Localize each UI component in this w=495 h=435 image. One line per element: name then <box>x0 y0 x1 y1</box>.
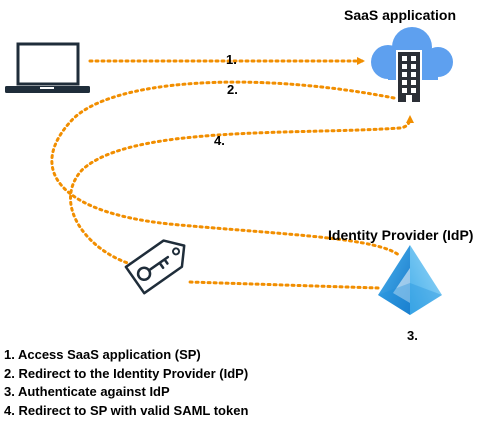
steps-legend: 1. Access SaaS application (SP) 2. Redir… <box>4 346 248 420</box>
cloud-building-icon <box>371 27 453 104</box>
azure-pyramid-icon <box>378 245 442 315</box>
legend-item: 4. Redirect to SP with valid SAML token <box>4 402 249 418</box>
identity-provider-title: Identity Provider (IdP) <box>328 227 474 243</box>
saas-application-title: SaaS application <box>344 7 457 23</box>
legend-item: 1. Access SaaS application (SP) <box>4 347 201 362</box>
arrow-step-4 <box>69 115 414 268</box>
step-3-label: 3. <box>407 328 418 343</box>
step-2-label: 2. <box>227 82 238 97</box>
laptop-icon <box>5 42 90 93</box>
legend-item: 3. Authenticate against IdP <box>4 384 170 399</box>
legend-item: 2. Redirect to the Identity Provider (Id… <box>4 365 249 381</box>
step-1-label: 1. <box>226 52 237 67</box>
key-tag-icon <box>124 239 186 295</box>
arrow-step-3 <box>188 280 380 290</box>
arrow-step-2 <box>50 80 402 258</box>
step-4-label: 4. <box>214 133 225 148</box>
